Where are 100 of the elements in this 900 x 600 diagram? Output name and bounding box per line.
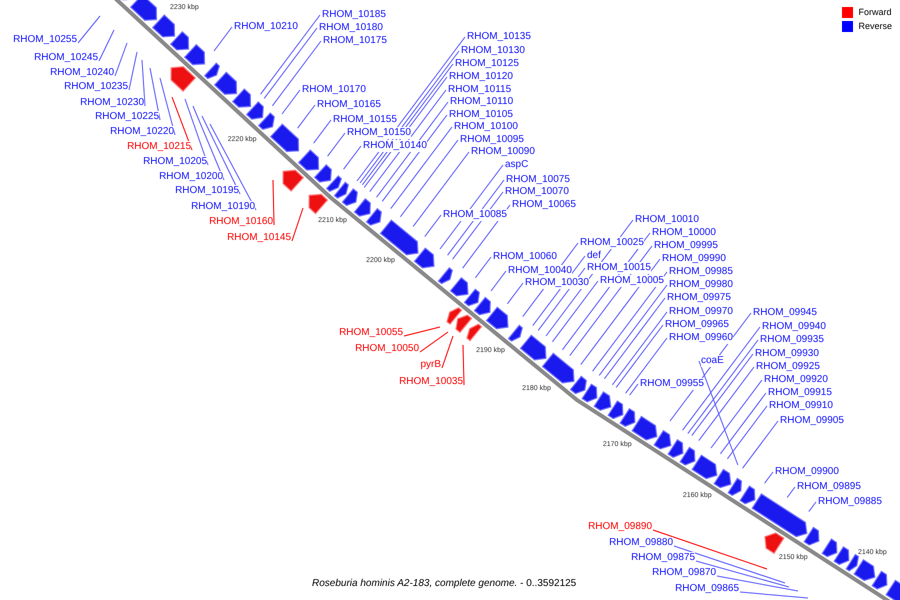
leader-line (376, 102, 448, 198)
gene-label: RHOM_09915 (768, 387, 832, 399)
gene-label: RHOM_10100 (454, 121, 518, 133)
gene-label: RHOM_10025 (580, 237, 644, 249)
gene-label: RHOM_09895 (797, 481, 861, 493)
gene-label: RHOM_10240 (50, 67, 114, 79)
gene-label: RHOM_09940 (762, 321, 826, 333)
leader-line (260, 14, 320, 95)
gene-label: RHOM_09930 (755, 348, 819, 360)
leader-line (629, 384, 638, 396)
gene-label: RHOM_09925 (756, 361, 820, 373)
leader-line (716, 576, 798, 592)
gene-label: RHOM_10235 (64, 81, 128, 93)
gene-label: RHOM_10110 (450, 96, 514, 108)
gene-label: RHOM_10195 (175, 185, 239, 197)
leader-line (369, 90, 446, 192)
gene-label: RHOM_09910 (769, 400, 833, 412)
caption: Roseburia hominis A2-183, complete genome. - 0..3592125 (312, 578, 576, 590)
gene-label: RHOM_10095 (460, 134, 524, 146)
gene-label: RHOM_09905 (780, 415, 844, 427)
gene-label: RHOM_10190 (191, 201, 255, 213)
leader-line (78, 16, 100, 44)
leader-line (297, 104, 316, 129)
leader-line (612, 312, 668, 386)
gene-label: RHOM_10105 (449, 109, 513, 121)
gene-label: RHOM_09880 (609, 537, 673, 549)
leader-line (264, 28, 318, 99)
leader-line (150, 68, 160, 120)
leader-line (343, 146, 362, 170)
gene-label: RHOM_10155 (333, 114, 397, 126)
gene-label: RHOM_10125 (455, 58, 519, 70)
leader-line (98, 30, 114, 62)
gene-label: RHOM_10005 (600, 275, 664, 287)
leader-line (313, 120, 332, 144)
leader-line (128, 52, 138, 90)
leader-line (490, 270, 506, 292)
legend-label: Forward (858, 7, 892, 18)
gene-label: RHOM_10205 (143, 156, 207, 168)
leader-line (142, 60, 146, 106)
gene-label: RHOM_10055 (339, 327, 403, 339)
gene-label: RHOM_10050 (355, 343, 419, 355)
gene-label: RHOM_09985 (669, 266, 733, 278)
leader-line (272, 40, 322, 106)
leader-line (424, 214, 442, 238)
gene-label: RHOM_10180 (319, 22, 383, 34)
leader-line (390, 126, 452, 210)
gene-label: pyrB (420, 359, 441, 371)
leader-line (412, 152, 470, 227)
leader-line (604, 298, 666, 380)
gene-label: RHOM_10090 (471, 146, 535, 158)
gene-label: RHOM_10085 (443, 209, 507, 221)
gene-label: RHOM_09960 (669, 332, 733, 344)
leader-line (210, 124, 256, 210)
gene-label: RHOM_09920 (764, 374, 828, 386)
gene-label: aspC (505, 159, 528, 171)
gene-label: RHOM_10035 (399, 376, 463, 388)
gene-label: RHOM_10115 (448, 84, 512, 96)
leader-line (420, 332, 448, 352)
gene-label: RHOM_10215 (127, 141, 191, 153)
gene-label: RHOM_10165 (317, 99, 381, 111)
gene-label: RHOM_10140 (363, 140, 427, 152)
leader-line (184, 98, 208, 166)
leader-line (400, 140, 458, 218)
gene-label: RHOM_10130 (461, 45, 525, 57)
gene-label: RHOM_10175 (323, 35, 387, 47)
gene-label: RHOM_10170 (302, 84, 366, 96)
leader-line (726, 406, 768, 460)
leader-line (687, 340, 758, 434)
gene-label: RHOM_10210 (234, 21, 298, 33)
leader-line (272, 180, 274, 226)
gene-label: RHOM_10185 (322, 9, 386, 21)
leader-line (506, 282, 524, 304)
leader-line (742, 420, 778, 469)
leader-line (598, 284, 668, 376)
gene-label: RHOM_10230 (80, 97, 144, 109)
leader-line (696, 560, 790, 588)
leader-line (580, 258, 660, 366)
leader-line (674, 546, 786, 584)
gene-label: RHOM_10160 (209, 216, 273, 228)
gene-label: RHOM_10000 (652, 227, 716, 239)
leader-line (616, 324, 664, 388)
leader-line (740, 592, 808, 598)
gene-label: RHOM_09865 (675, 583, 739, 595)
gene-label: RHOM_09995 (654, 240, 718, 252)
gene-label: RHOM_10200 (159, 171, 223, 183)
gene-label: RHOM_09945 (753, 307, 817, 319)
leader-line (552, 280, 598, 342)
gene-label: RHOM_09955 (640, 378, 704, 390)
leader-line (652, 530, 768, 570)
gene-label: RHOM_10135 (467, 31, 531, 43)
leader-line (710, 380, 762, 448)
leader-line (786, 486, 796, 498)
leader-line (114, 42, 128, 76)
gene-label: RHOM_09885 (818, 496, 882, 508)
leader-line (462, 344, 464, 386)
gene-label: RHOM_10220 (110, 126, 174, 138)
leader-line (382, 114, 448, 202)
leader-line (474, 256, 492, 278)
gene-label: RHOM_10075 (506, 174, 570, 186)
leader-line (282, 90, 300, 114)
